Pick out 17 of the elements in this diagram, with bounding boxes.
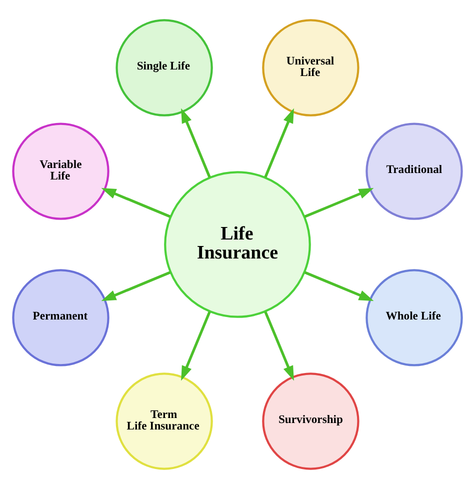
- node-circle: Life Insurance: [164, 170, 310, 318]
- arrow: [100, 188, 170, 218]
- arrow: [264, 108, 294, 178]
- node-circle: Single Life: [115, 18, 212, 116]
- arrow: [264, 310, 294, 380]
- node-circle: Whole Life: [365, 268, 462, 366]
- node-circle: Term Life Insurance: [115, 372, 212, 470]
- arrow: [180, 108, 210, 178]
- node-circle: Permanent: [12, 268, 109, 366]
- node-circle: Variable Life: [12, 122, 109, 220]
- node-circle: Traditional: [365, 122, 462, 220]
- arrow: [304, 270, 374, 300]
- arrow: [304, 188, 374, 218]
- arrow: [180, 310, 210, 380]
- node-circle: Survivorship: [262, 372, 359, 470]
- arrow: [100, 270, 170, 300]
- node-circle: Universal Life: [262, 18, 359, 116]
